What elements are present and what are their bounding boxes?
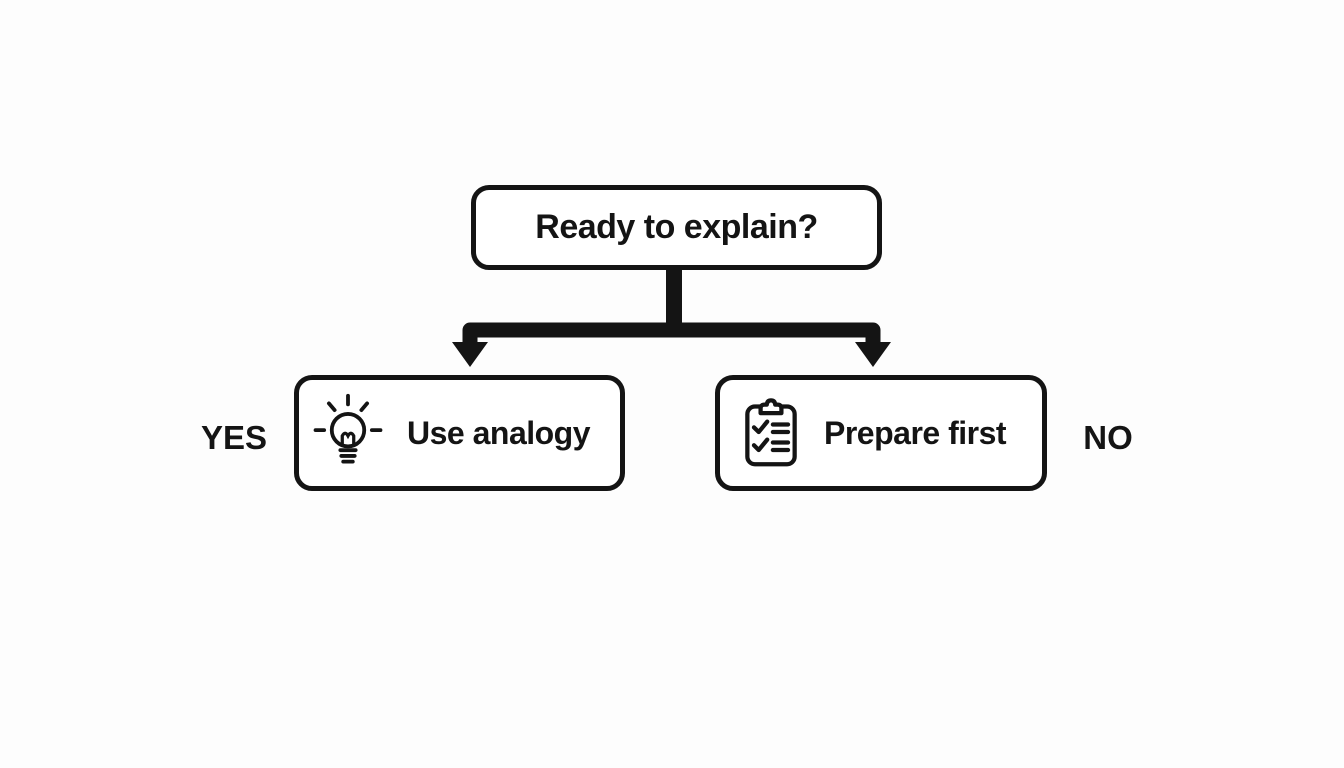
yes-branch-node: Use analogy (294, 375, 625, 491)
down-arrow-left-icon (452, 342, 488, 367)
decision-node: Ready to explain? (471, 185, 882, 270)
yes-edge-label: YES (200, 419, 268, 456)
down-arrow-right-icon (855, 342, 891, 367)
yes-branch-label: Use analogy (407, 414, 591, 451)
decision-node-label: Ready to explain? (535, 208, 818, 246)
no-branch-label: Prepare first (824, 414, 1007, 451)
no-branch-node: Prepare first (715, 375, 1047, 491)
clipboard-checklist-icon (742, 398, 800, 468)
no-edge-label: NO (1083, 419, 1133, 456)
connector-bar (462, 322, 881, 345)
lightbulb-icon (309, 391, 387, 475)
connector-stem (666, 268, 682, 330)
